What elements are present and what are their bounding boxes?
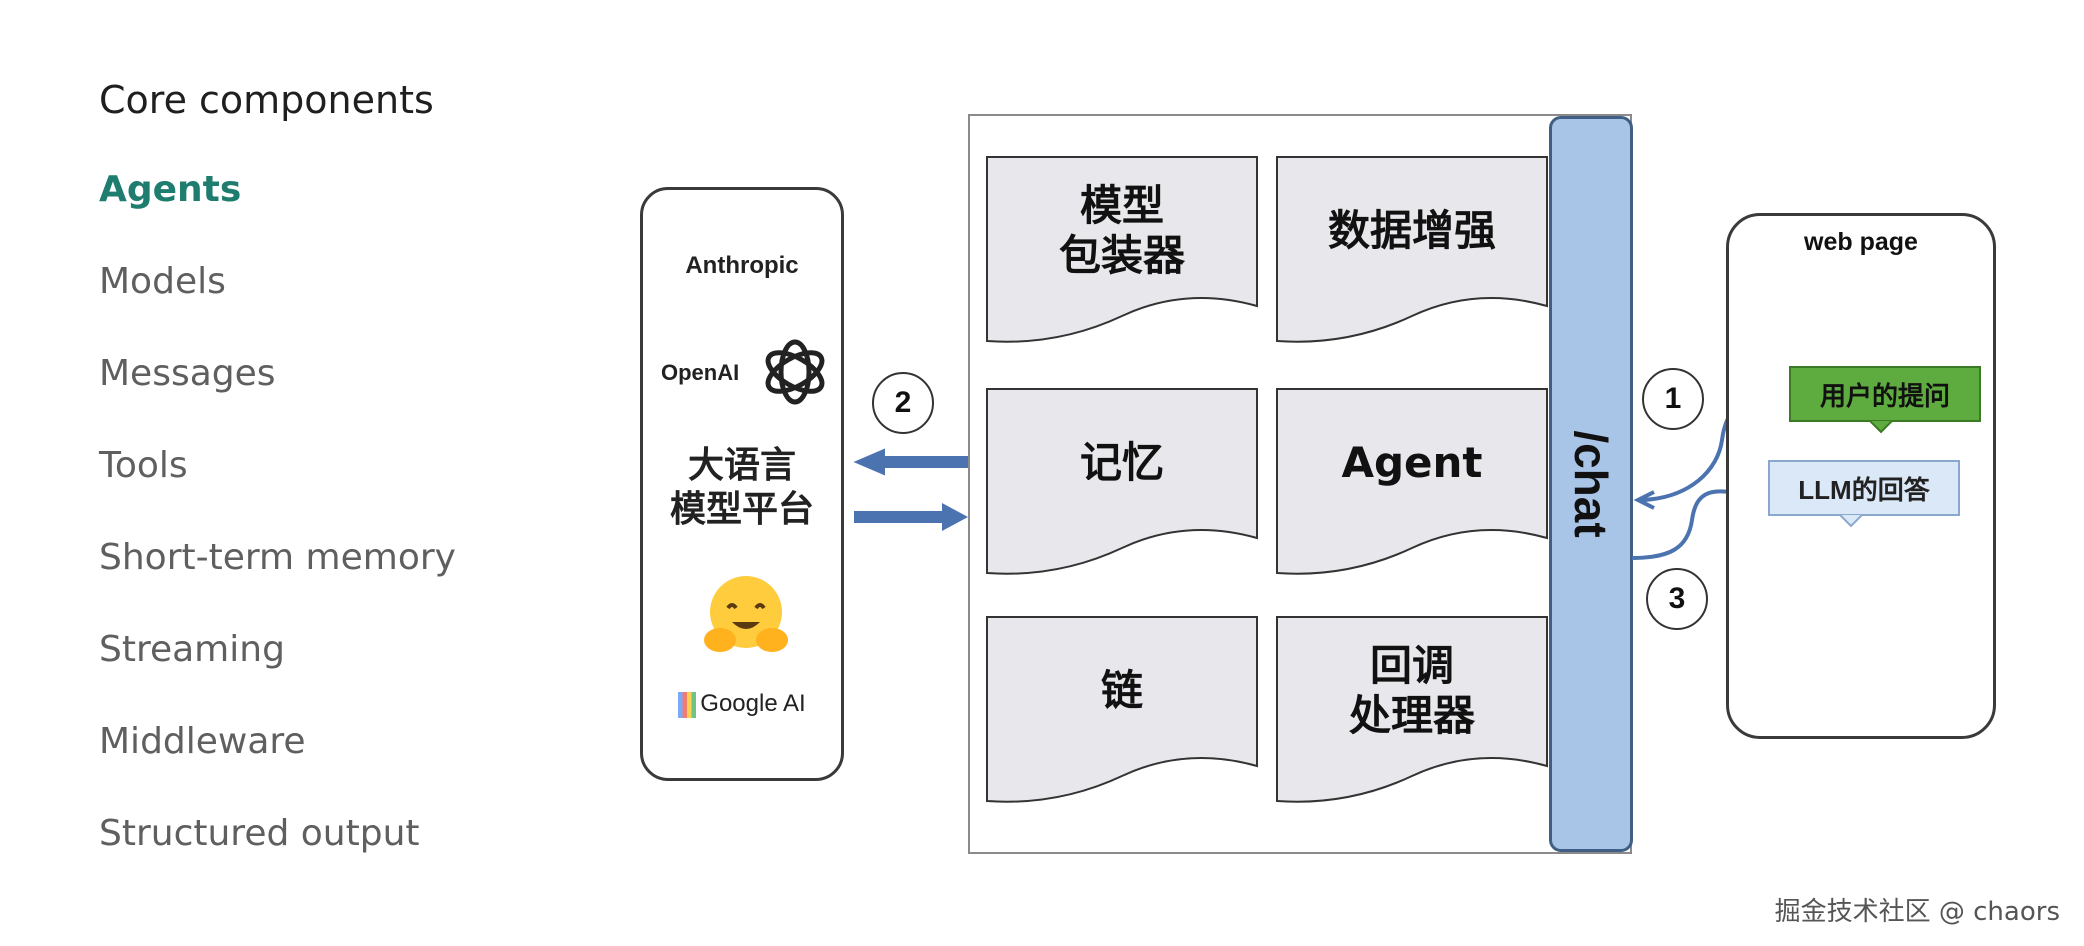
platform-arrows <box>853 448 968 531</box>
tile-data-augmentation: 数据增强 <box>1276 156 1548 356</box>
tile-memory: 记忆 <box>986 388 1258 588</box>
framework-box: 模型 包装器 数据增强 记忆 Agent 链 回调 处理器 <box>968 114 1632 854</box>
nav-item-structured-output[interactable]: Structured output <box>99 813 420 854</box>
web-page-title: web page <box>1804 228 1918 256</box>
nav-item-streaming[interactable]: Streaming <box>99 629 285 670</box>
response-arrow <box>1631 489 1757 560</box>
chat-endpoint-label: /chat <box>1565 430 1617 538</box>
llm-platform-card: Anthropic OpenAI 大语言 模型平台 Google AI <box>640 187 844 781</box>
tile-chain: 链 <box>986 616 1258 816</box>
tile-callback-handler: 回调 处理器 <box>1276 616 1548 816</box>
google-ai-icon <box>678 691 697 718</box>
web-page-card: web page 用户的提问 LLM的回答 <box>1726 213 1996 739</box>
google-ai-logo: Google AI <box>643 690 841 718</box>
chat-endpoint-bar: /chat <box>1549 116 1633 852</box>
anthropic-logo: Anthropic <box>685 252 799 279</box>
llm-platform-label: 大语言 模型平台 <box>669 444 814 529</box>
tile-agent: Agent <box>1276 388 1548 588</box>
nav-item-short-term-memory[interactable]: Short-term memory <box>99 537 456 578</box>
section-title: Core components <box>99 78 434 122</box>
llm-answer-bubble: LLM的回答 <box>1768 460 1960 516</box>
tile-model-wrapper: 模型 包装器 <box>986 156 1258 356</box>
step-2-badge: 2 <box>872 372 934 434</box>
openai-icon <box>765 339 825 405</box>
openai-logo: OpenAI <box>661 360 740 385</box>
answer-bubble-tail <box>1839 514 1863 528</box>
step-3-badge: 3 <box>1646 568 1708 630</box>
nav-item-models[interactable]: Models <box>99 261 226 302</box>
watermark: 掘金技术社区 @ chaors <box>1774 897 2060 927</box>
sidebar-nav: Core components Agents Models Messages T… <box>99 72 519 898</box>
question-bubble-tail <box>1869 420 1893 434</box>
hugging-face-icon <box>704 576 788 652</box>
nav-item-agents[interactable]: Agents <box>99 169 242 210</box>
nav-item-messages[interactable]: Messages <box>99 353 276 394</box>
nav-item-middleware[interactable]: Middleware <box>99 721 306 762</box>
step-1-badge: 1 <box>1642 368 1704 430</box>
nav-item-tools[interactable]: Tools <box>99 445 188 486</box>
arrow-right-icon <box>942 503 968 531</box>
user-question-bubble: 用户的提问 <box>1789 366 1981 422</box>
